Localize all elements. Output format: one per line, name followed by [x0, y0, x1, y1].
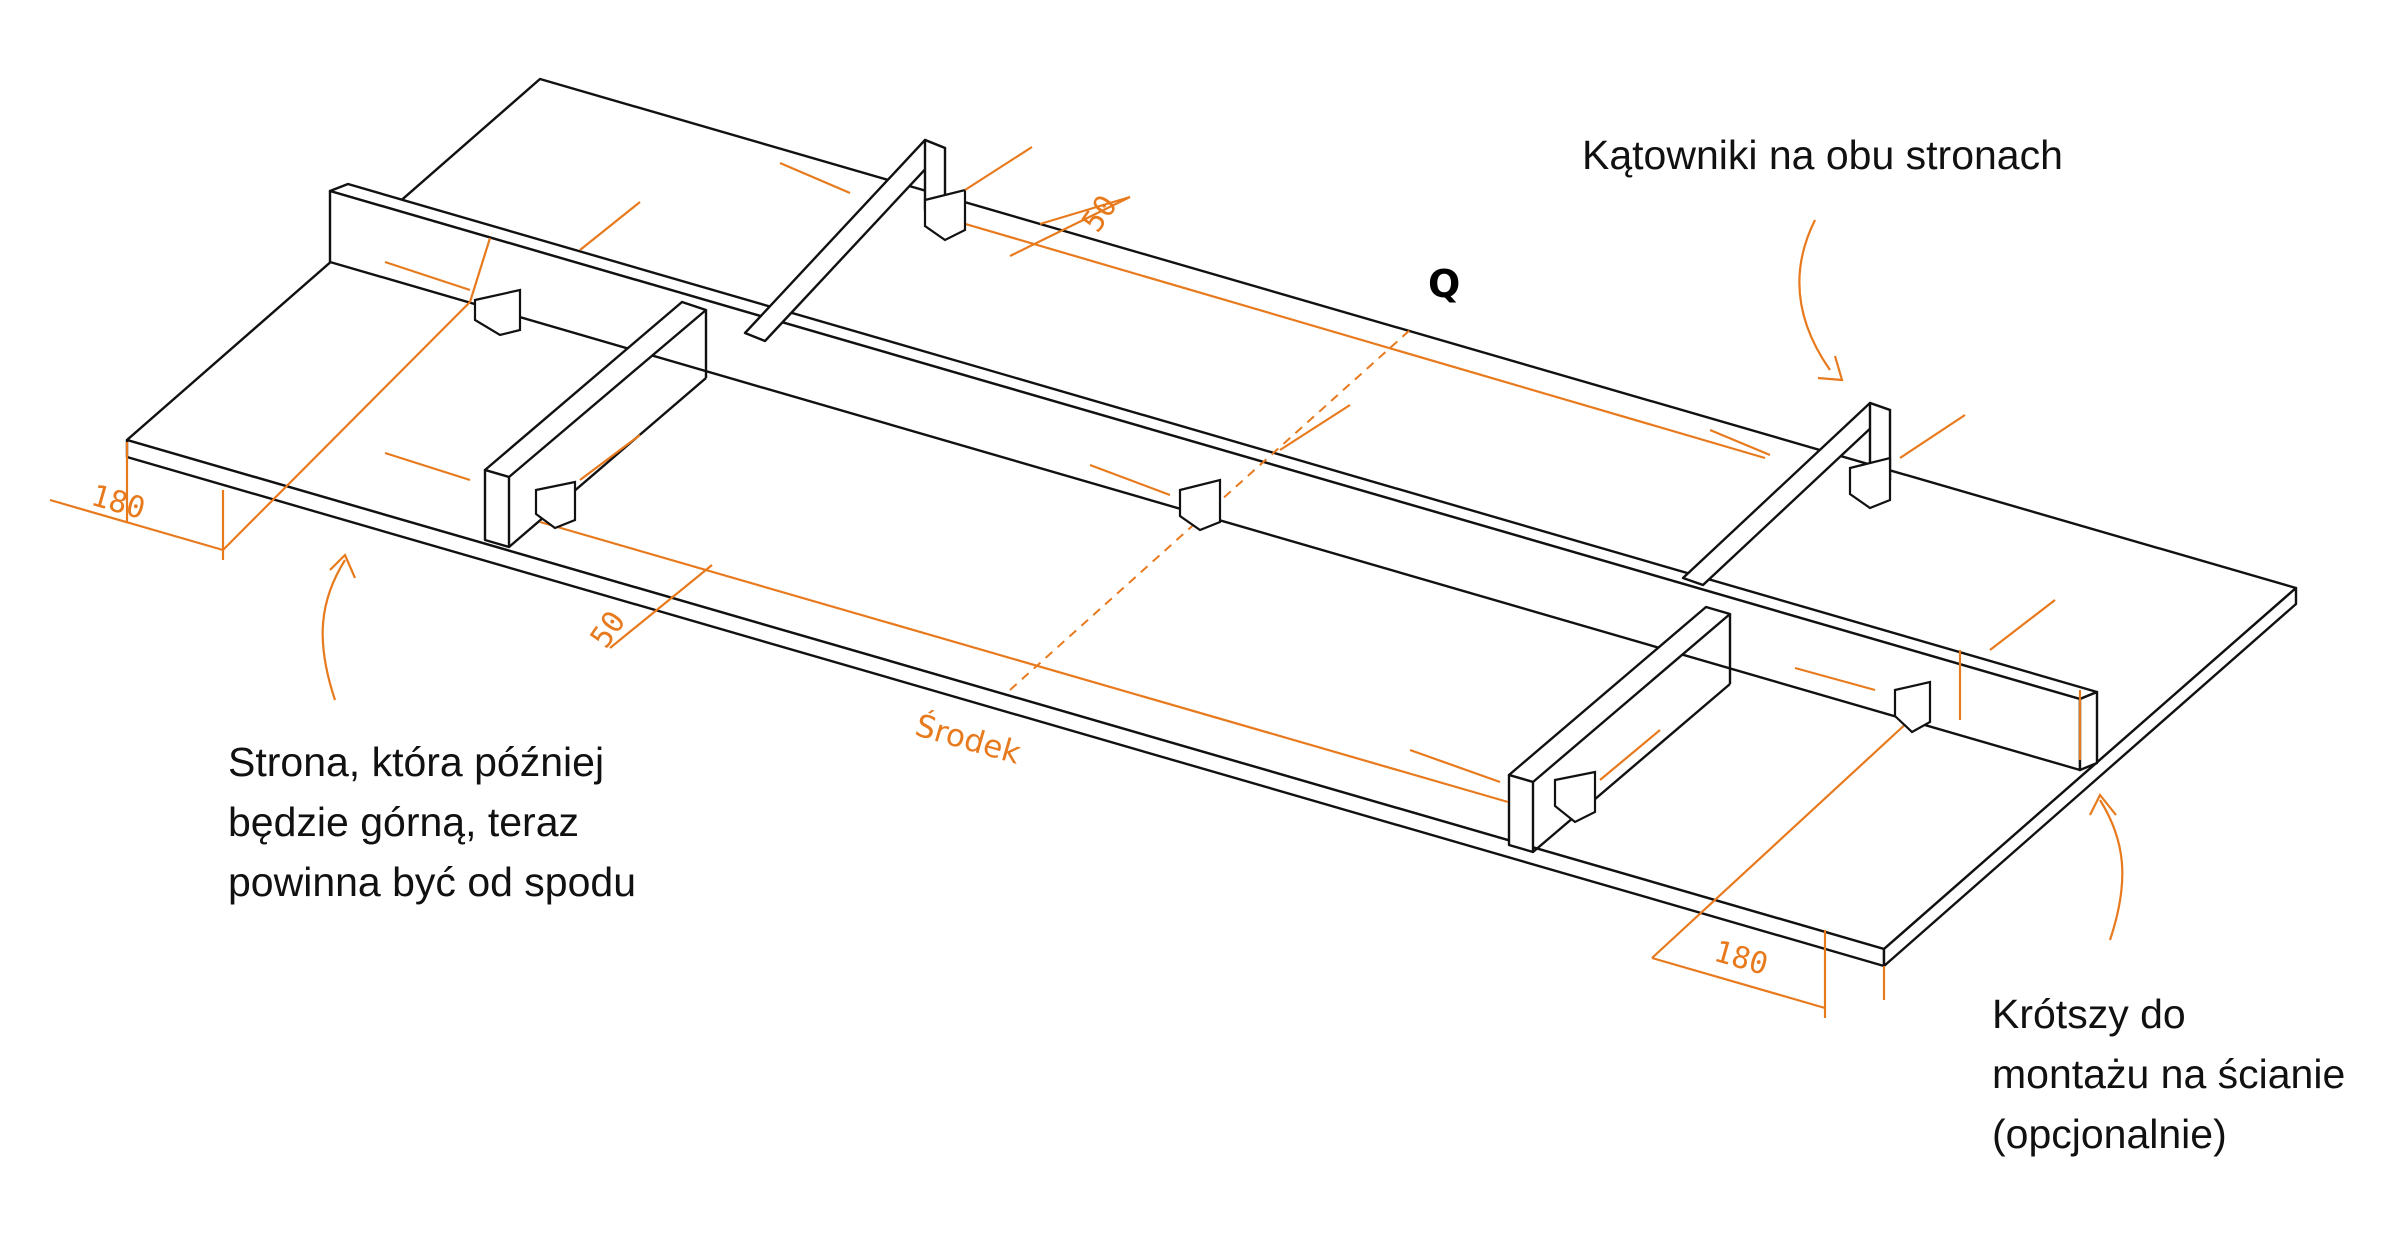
brackets-note: Kątowniki na obu stronach [1582, 132, 2063, 178]
dimension-spacing-top: 50 [1075, 189, 1124, 239]
center-label: Środek [911, 707, 1024, 772]
cross-beam-right-bottom [1507, 605, 1732, 854]
cross-beam-left-bottom [483, 300, 708, 549]
screw-icon [384, 146, 2056, 784]
curved-arrow-icon [321, 219, 2124, 941]
dimension-right-offset: 180 [1710, 934, 1772, 983]
part-letter-q: Q [1428, 262, 1461, 306]
angle-bracket-icon [473, 188, 1932, 824]
dimension-lines [49, 195, 2082, 1018]
top-side-note: Strona, która później będzie górną, tera… [228, 739, 637, 905]
dimension-spacing-bottom: 50 [584, 605, 633, 655]
dimension-left-offset: 180 [87, 478, 149, 527]
wall-mount-note: Krótszy do montażu na ścianie (opcjonaln… [1992, 991, 2346, 1157]
